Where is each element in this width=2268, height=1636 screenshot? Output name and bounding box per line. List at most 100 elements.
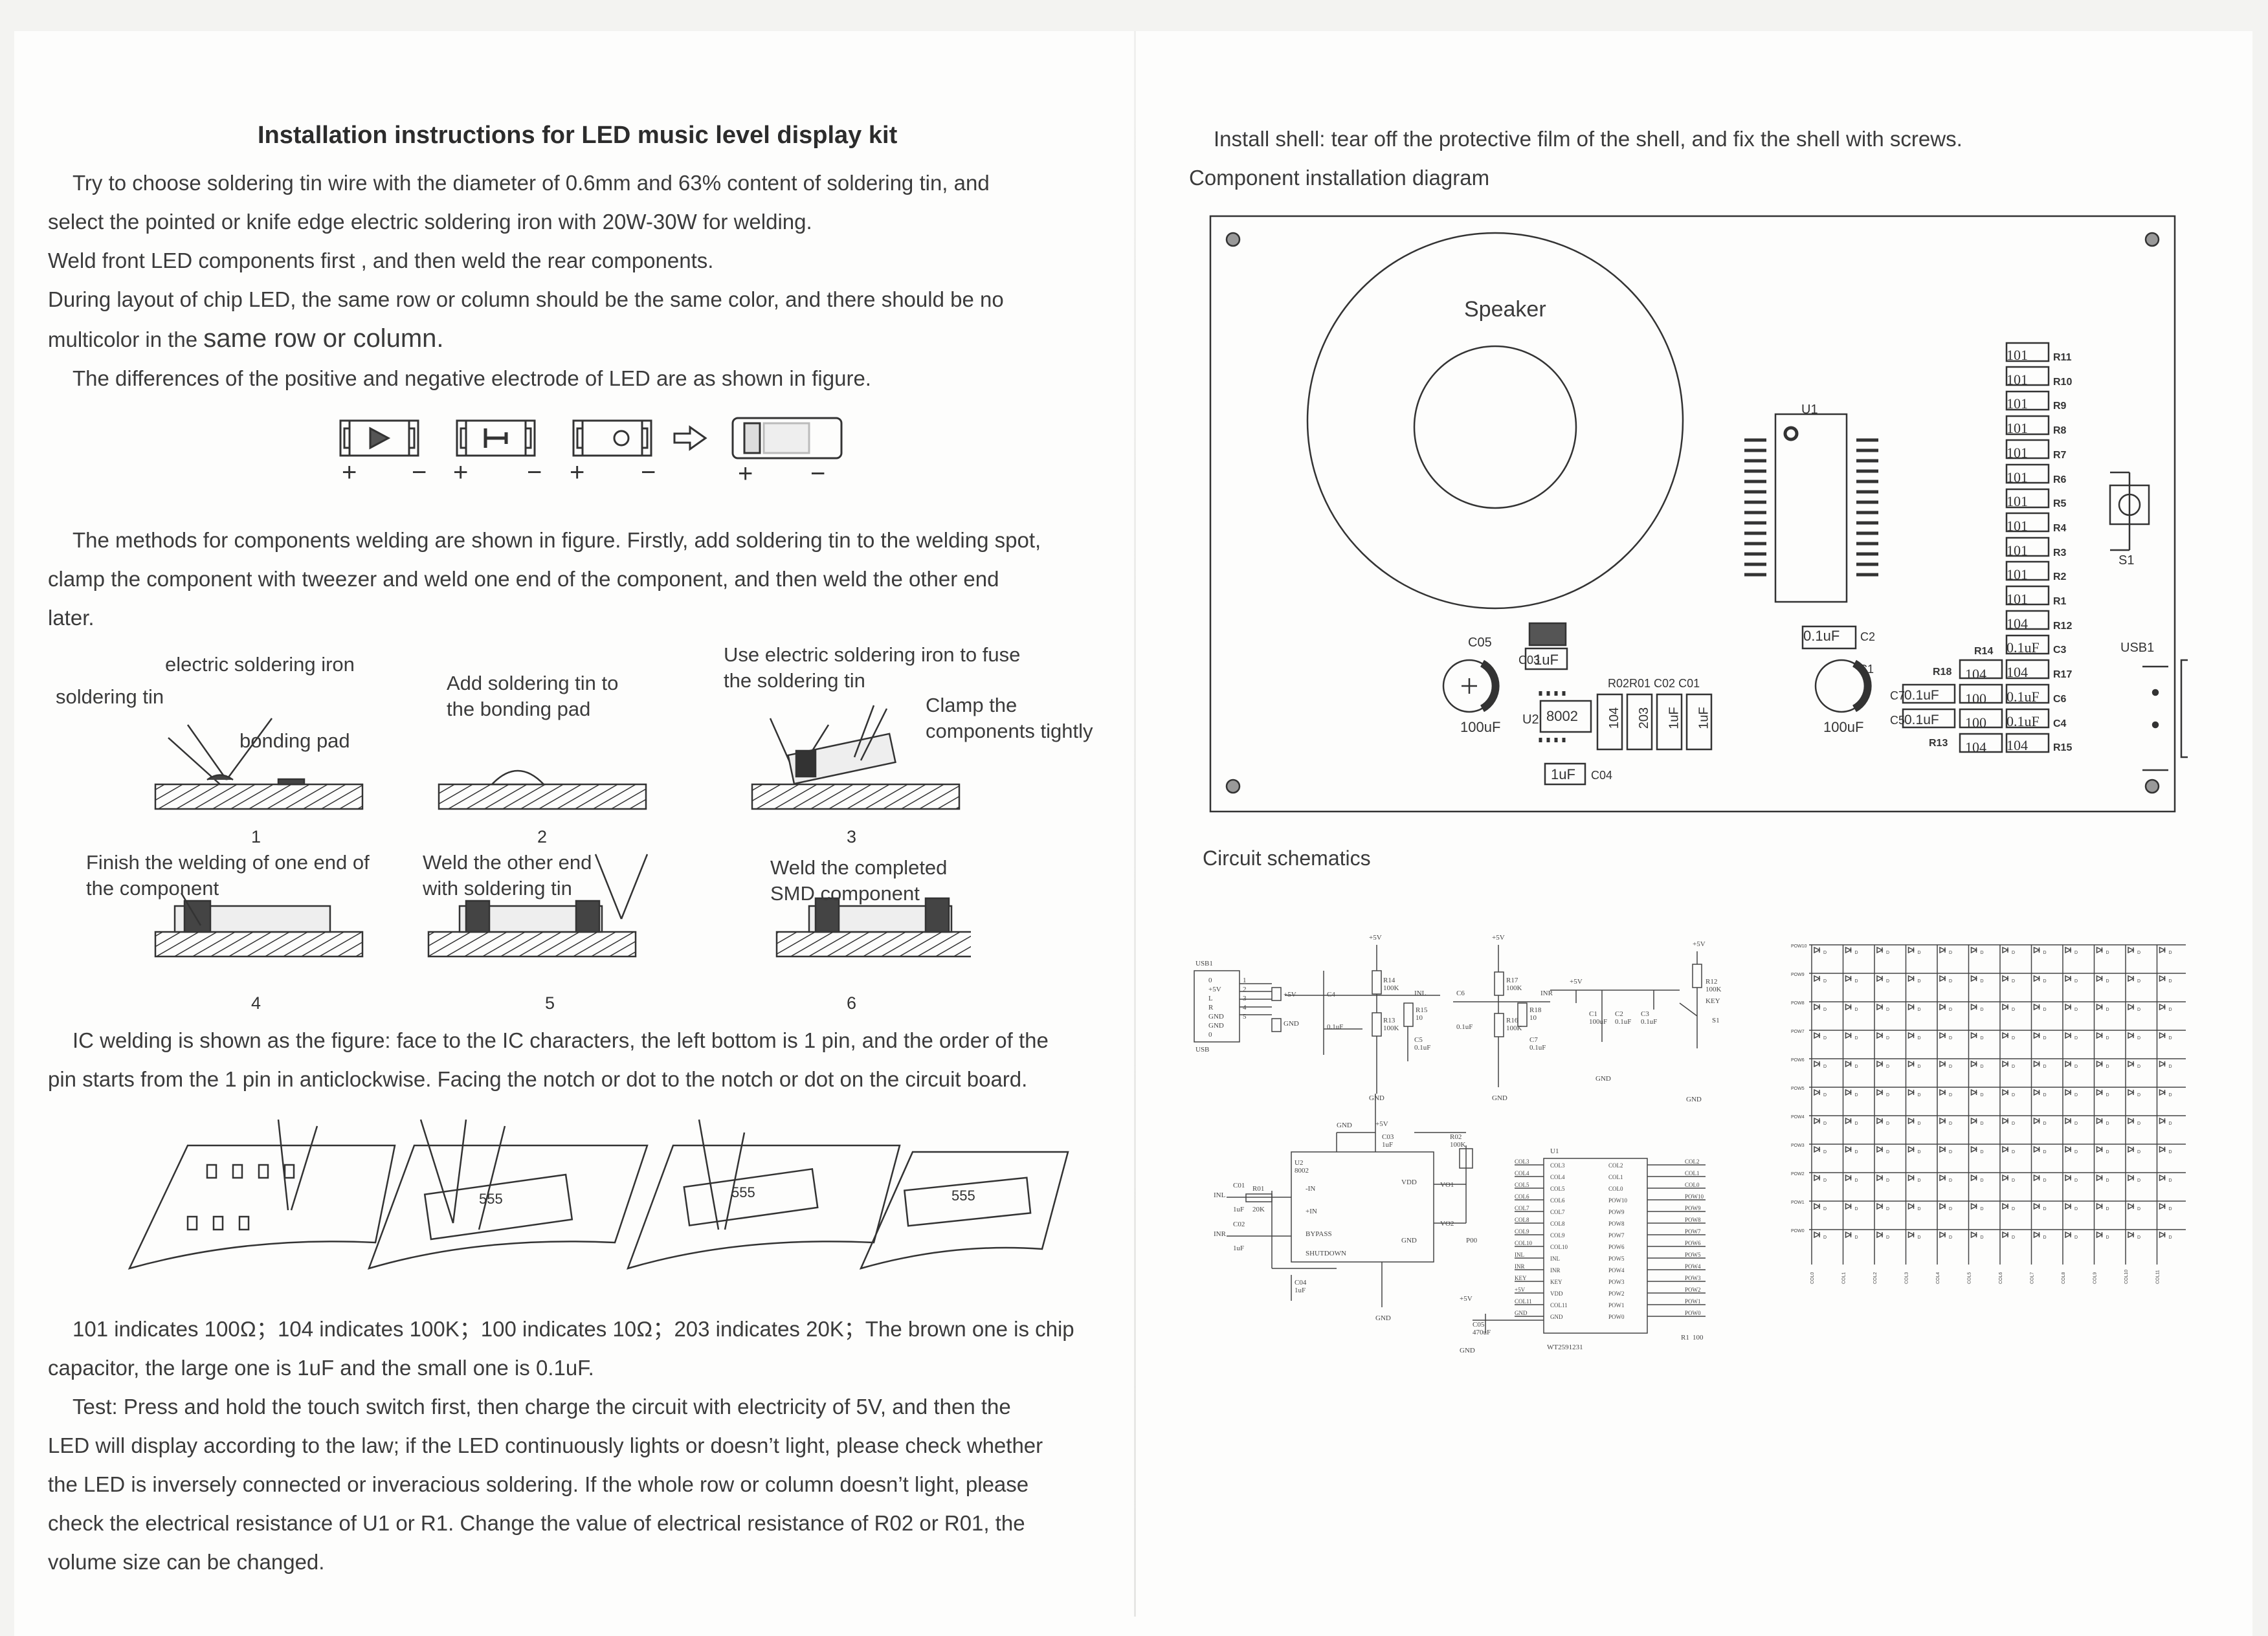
led-symbol — [2159, 1089, 2166, 1096]
svg-text:100K: 100K — [1706, 986, 1722, 993]
u1-pin-left: KEY — [1550, 1279, 1562, 1285]
matrix-col-label: COL3 — [1905, 1272, 1909, 1284]
led-symbol — [1939, 975, 1946, 982]
matrix-col-label: COL6 — [1999, 1272, 2003, 1284]
u1-outer-pin-left: COL4 — [1515, 1170, 1529, 1177]
led-symbol — [1907, 1174, 1915, 1182]
matrix-row-label: POW5 — [1791, 1087, 1805, 1091]
svg-text:0.1uF: 0.1uF — [1641, 1018, 1657, 1026]
led-label: D — [2043, 1008, 2047, 1012]
svg-text:4: 4 — [1243, 1004, 1247, 1011]
led-symbol — [1939, 1174, 1946, 1182]
led-label: D — [2012, 1036, 2015, 1041]
led-symbol — [1939, 1231, 1946, 1239]
u1-pin-left: COL9 — [1550, 1232, 1565, 1239]
led-symbol — [1970, 1003, 1978, 1011]
led-label: D — [1855, 1207, 1858, 1211]
led-symbol — [2159, 946, 2166, 954]
led-symbol — [2159, 1231, 2166, 1239]
paragraph: The methods for components welding are s… — [72, 528, 1041, 552]
led-symbol — [2065, 1032, 2072, 1039]
u1-outer-pin-right: POW6 — [1685, 1240, 1701, 1246]
u2-chip: 8002 — [1546, 708, 1578, 724]
led-symbol — [2096, 1202, 2104, 1210]
svg-text:1uF: 1uF — [1233, 1206, 1244, 1213]
led-symbol — [1876, 1145, 1884, 1153]
led-symbol — [1907, 975, 1915, 982]
c1-label: C1 — [1859, 663, 1874, 676]
led-symbol — [1814, 1202, 1821, 1210]
c02-value: 1uF — [1667, 707, 1682, 729]
paragraph: IC welding is shown as the figure: face … — [72, 1028, 1049, 1052]
led-symbol — [2096, 1032, 2104, 1039]
c04-label: C04 — [1591, 769, 1613, 782]
led-label: D — [1981, 1093, 1984, 1098]
svg-text:C04: C04 — [1295, 1279, 1307, 1287]
svg-text:R12: R12 — [1706, 978, 1717, 986]
svg-text:R01: R01 — [1252, 1185, 1264, 1193]
polarity-minus: − — [412, 458, 427, 487]
led-label: D — [2169, 1008, 2172, 1012]
matrix-row-label: POW8 — [1791, 1001, 1805, 1006]
svg-text:R15: R15 — [1416, 1006, 1428, 1014]
svg-text:GND: GND — [1208, 1022, 1224, 1030]
led-label: D — [2106, 1093, 2109, 1098]
led-symbol — [2065, 1174, 2072, 1182]
led-label: D — [2106, 1150, 2109, 1155]
led-symbol — [2065, 946, 2072, 954]
svg-text:100uF: 100uF — [1589, 1018, 1607, 1026]
u1-outer-pin-right: POW2 — [1685, 1287, 1701, 1293]
led-symbol — [1907, 1089, 1915, 1096]
svg-text:GND: GND — [1595, 1075, 1611, 1083]
polarity-minus: − — [527, 458, 542, 487]
paragraph: Test: Press and hold the touch switch fi… — [72, 1395, 1011, 1419]
matrix-col-label: COL2 — [1873, 1272, 1878, 1284]
paragraph: multicolor in the same row or column. — [48, 324, 444, 353]
led-label: D — [2012, 1235, 2015, 1240]
matrix-row-label: POW0 — [1791, 1229, 1805, 1233]
led-symbol — [2002, 975, 2009, 982]
welding-steps-figure — [154, 705, 971, 958]
led-label: D — [2074, 1093, 2078, 1098]
u1-outer-pin-right: COL1 — [1685, 1170, 1700, 1177]
led-label: D — [2137, 1008, 2140, 1012]
led-symbol — [1970, 946, 1978, 954]
polarity-plus: + — [738, 459, 753, 488]
svg-text:+5V: +5V — [1492, 934, 1505, 942]
svg-text:2: 2 — [1243, 986, 1247, 993]
svg-text:GND: GND — [1686, 1096, 1702, 1103]
led-label: D — [1855, 1093, 1858, 1098]
led-label: D — [1823, 1150, 1827, 1155]
led-label: D — [2074, 1008, 2078, 1012]
led-label: D — [2169, 979, 2172, 984]
led-symbol — [1939, 1060, 1946, 1068]
led-label: D — [1918, 1036, 1921, 1041]
led-label: D — [2169, 1122, 2172, 1126]
label-electric-iron: electric soldering iron — [165, 653, 355, 676]
led-symbol — [1907, 1032, 1915, 1039]
u1-outer-pin-right: POW7 — [1685, 1228, 1701, 1235]
led-symbol — [2128, 1145, 2135, 1153]
led-symbol — [2096, 1174, 2104, 1182]
s1-label: S1 — [2118, 553, 2135, 568]
led-label: D — [1949, 951, 1952, 955]
svg-text:100: 100 — [1693, 1334, 1704, 1342]
led-label: D — [1886, 1122, 1889, 1126]
polarity-plus: + — [453, 458, 469, 487]
u1-label: U1 — [1801, 403, 1818, 417]
u1-pin-right: COL1 — [1608, 1174, 1623, 1180]
led-label: D — [2137, 1122, 2140, 1126]
led-label: D — [1886, 1150, 1889, 1155]
r02-value: 104 — [1607, 707, 1622, 729]
svg-text:10: 10 — [1416, 1014, 1423, 1022]
led-label: D — [1886, 1036, 1889, 1041]
led-label: D — [1855, 1235, 1858, 1240]
u1-pin-left: COL4 — [1550, 1174, 1565, 1180]
led-symbol — [2033, 975, 2041, 982]
paragraph: Install shell: tear off the protective f… — [1214, 127, 1962, 151]
led-symbol — [2128, 1003, 2135, 1011]
led-symbol — [2033, 1231, 2041, 1239]
svg-text:GND: GND — [1375, 1314, 1391, 1322]
led-symbol — [2128, 1089, 2135, 1096]
svg-text:1uF: 1uF — [1382, 1141, 1393, 1149]
